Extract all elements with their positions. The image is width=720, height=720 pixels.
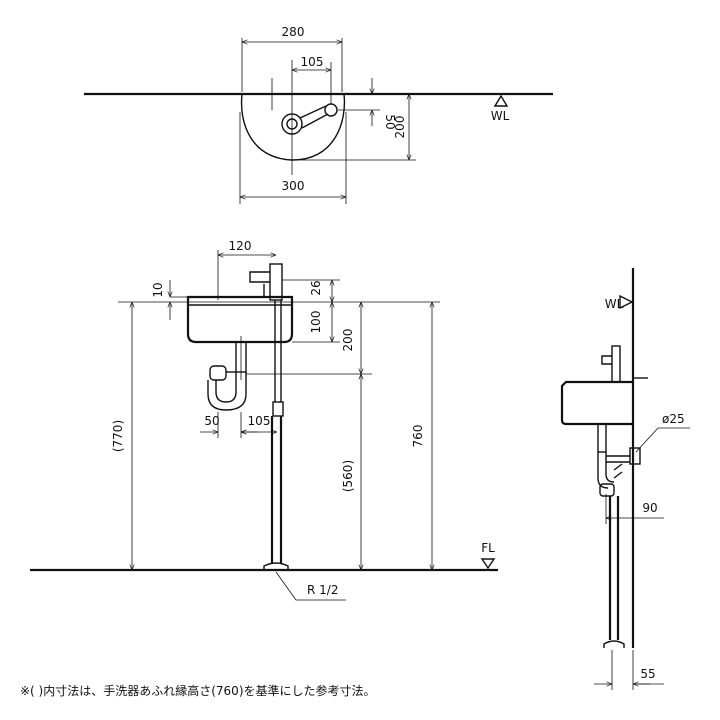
basin-side [560, 380, 633, 426]
faucet-lever [299, 105, 329, 129]
side-view: WL ø25 90 55 [560, 268, 690, 690]
dim-100: 100 [309, 311, 323, 334]
faucet-side [611, 345, 621, 383]
faucet-front [269, 263, 283, 301]
front-view: 120 10 26 100 200 50 105 (770) (560) 76 [30, 239, 498, 601]
dim-280: 280 [282, 25, 305, 39]
dim-50-front: 50 [204, 414, 219, 428]
fl-label: FL [481, 541, 495, 555]
basin-front [186, 295, 294, 344]
footnote: ※( )内寸法は、手洗器あふれ縁高さ(760)を基準にした参考寸法。 [20, 684, 376, 698]
dim-200-top: 200 [393, 116, 407, 139]
dim-90: 90 [642, 501, 657, 515]
p-trap [207, 372, 247, 411]
dim-120: 120 [229, 239, 252, 253]
supply-valve [272, 401, 284, 417]
dim-200-front: 200 [341, 329, 355, 352]
faucet-body [324, 103, 338, 117]
dim-phi25: ø25 [662, 412, 685, 426]
fl-symbol [480, 558, 496, 570]
dim-105-top: 105 [301, 55, 324, 69]
p-trap-side [597, 452, 615, 489]
dim-300: 300 [282, 179, 305, 193]
dim-770: (770) [111, 420, 125, 452]
wall-flange [629, 447, 641, 465]
wl-label-side: WL [605, 297, 624, 311]
dim-560: (560) [341, 460, 355, 492]
wl-label-top: WL [491, 109, 510, 123]
dim-26: 26 [309, 280, 323, 295]
wl-symbol-top [493, 94, 509, 107]
top-view: 280 105 50 200 300 WL [84, 25, 553, 204]
dim-50-top: 50 [383, 114, 397, 129]
dim-55: 55 [640, 667, 655, 681]
dim-760: 760 [411, 425, 425, 448]
dim-105-front: 105 [248, 414, 271, 428]
dim-r-half: R 1/2 [307, 583, 338, 597]
dim-10: 10 [151, 282, 165, 297]
wl-symbol-side [619, 294, 634, 310]
